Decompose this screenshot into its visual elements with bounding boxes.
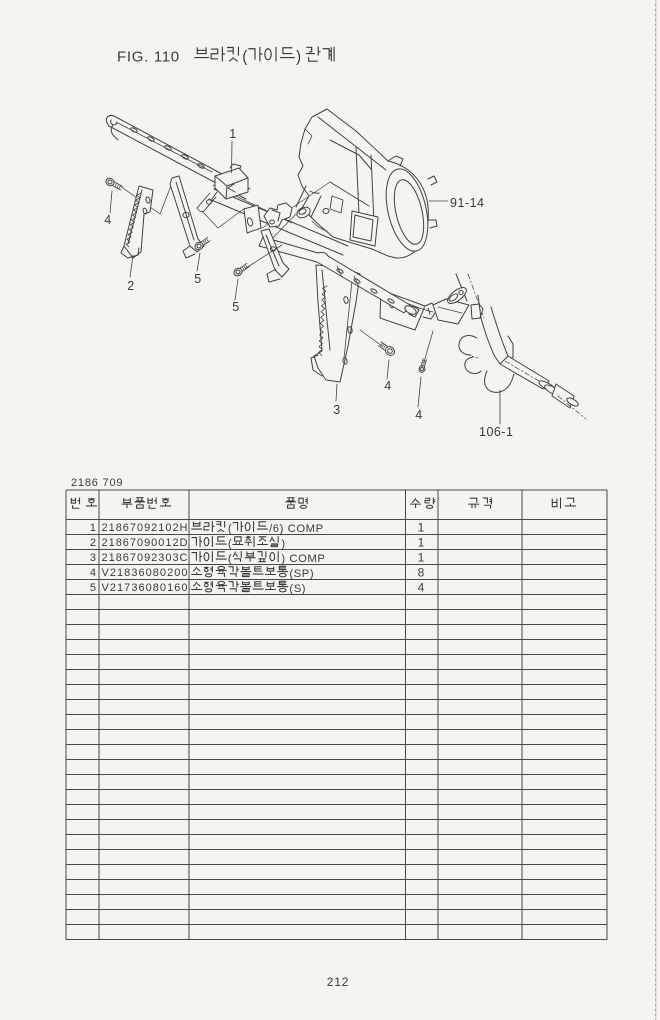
svg-text:): ) <box>281 538 285 550</box>
svg-text:5: 5 <box>194 272 201 286</box>
svg-text:4: 4 <box>384 379 391 393</box>
svg-text:1: 1 <box>418 521 425 535</box>
svg-text:21867092102H: 21867092102H <box>102 522 188 534</box>
svg-text:(: ( <box>228 523 232 535</box>
svg-text:(S): (S) <box>289 583 306 595</box>
svg-text:/6) COMP: /6) COMP <box>269 523 324 535</box>
svg-text:4: 4 <box>418 581 425 595</box>
svg-text:106-1: 106-1 <box>479 425 513 439</box>
svg-text:FIG. 110: FIG. 110 <box>117 49 180 66</box>
svg-text:3: 3 <box>333 403 340 417</box>
svg-text:21867090012D: 21867090012D <box>102 537 188 549</box>
svg-text:91-14: 91-14 <box>450 196 484 210</box>
svg-text:5: 5 <box>232 300 239 314</box>
svg-text:(SP): (SP) <box>289 568 314 580</box>
svg-text:2186 709: 2186 709 <box>71 477 123 489</box>
svg-text:4: 4 <box>104 213 111 227</box>
svg-text:): ) <box>296 48 301 65</box>
svg-text:8: 8 <box>418 566 425 580</box>
svg-text:1: 1 <box>229 127 236 141</box>
svg-text:) COMP: ) COMP <box>281 553 325 565</box>
svg-text:212: 212 <box>327 975 349 989</box>
svg-text:21867092303C: 21867092303C <box>102 552 188 564</box>
svg-text:4: 4 <box>90 567 96 579</box>
svg-text:1: 1 <box>418 536 425 550</box>
svg-text:2: 2 <box>127 279 134 293</box>
svg-text:5: 5 <box>90 582 96 594</box>
svg-text:V21836080200: V21836080200 <box>102 567 188 579</box>
svg-text:3: 3 <box>90 552 96 564</box>
svg-text:(: ( <box>228 553 232 565</box>
svg-text:2: 2 <box>90 537 96 549</box>
svg-text:1: 1 <box>90 522 96 534</box>
svg-text:V21736080160: V21736080160 <box>102 582 188 594</box>
svg-text:(: ( <box>228 538 232 550</box>
svg-text:4: 4 <box>415 408 422 422</box>
svg-text:1: 1 <box>418 551 425 565</box>
svg-text:(: ( <box>242 48 247 65</box>
